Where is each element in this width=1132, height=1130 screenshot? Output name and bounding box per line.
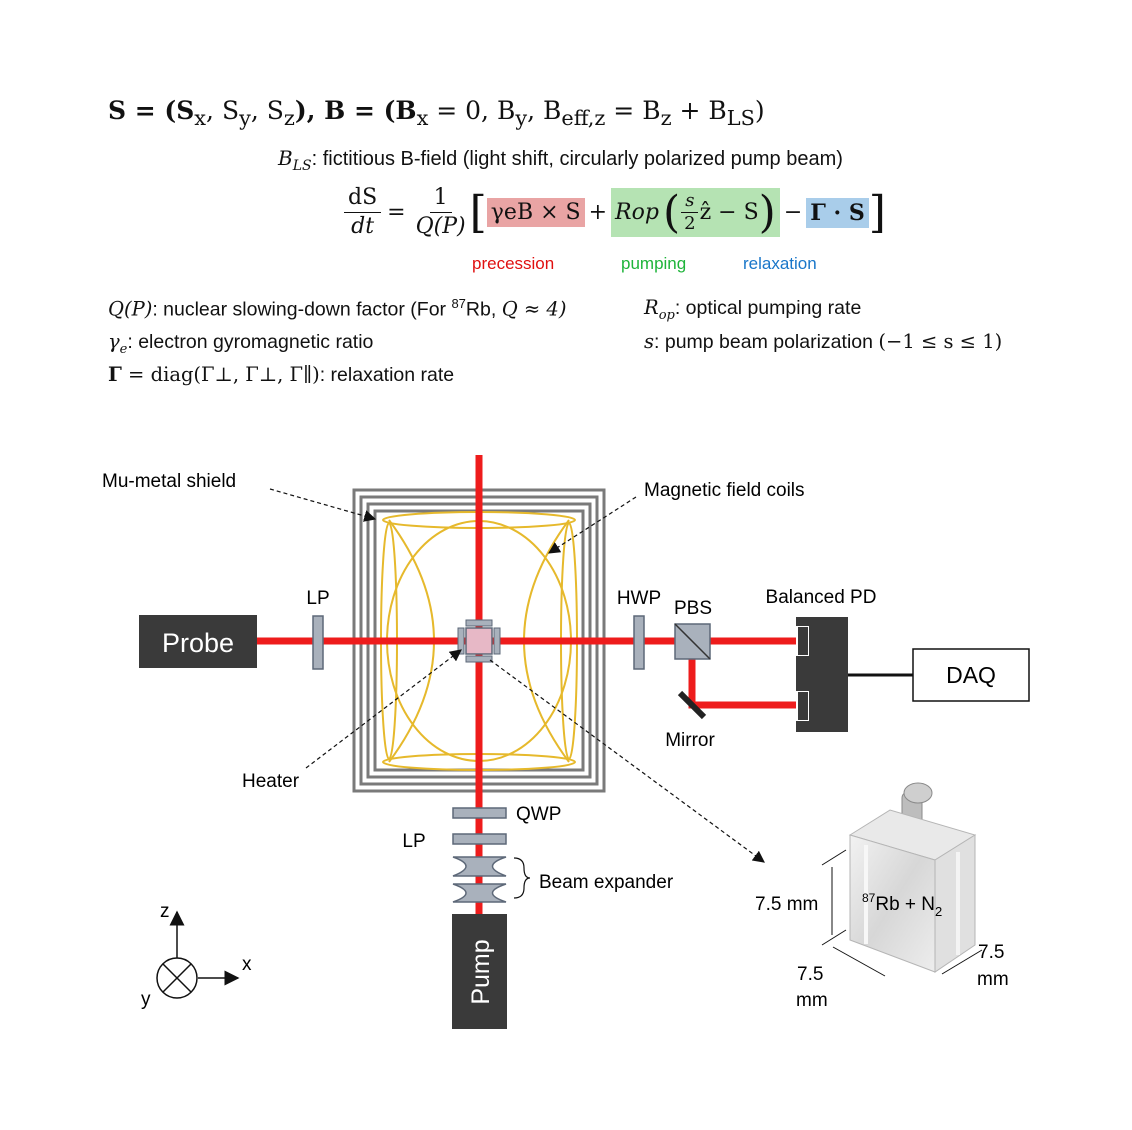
- beam-expander-label: Beam expander: [539, 872, 674, 893]
- cell-dim-front-unit: mm: [796, 990, 828, 1011]
- svg-text:DAQ: DAQ: [946, 662, 996, 688]
- precession-label: precession: [472, 254, 555, 273]
- pump-laser: Pump: [452, 914, 507, 1029]
- axis-z-label: z: [160, 901, 170, 922]
- definition-rop: Rop: optical pumping rate: [644, 296, 862, 323]
- lp-pump-label: LP: [402, 831, 425, 852]
- linear-polarizer-probe: [312, 615, 324, 670]
- pumping-label: pumping: [621, 254, 687, 273]
- axis-y-label: y: [141, 989, 151, 1010]
- coordinate-axes: [156, 910, 240, 999]
- lp-probe-label: LP: [306, 588, 329, 609]
- mu-metal-shield-label: Mu-metal shield: [102, 471, 236, 492]
- heater-arrow: [305, 649, 462, 769]
- vapor-cell: [457, 619, 501, 663]
- relaxation-label: relaxation: [743, 254, 817, 273]
- relaxation-term: Γ · S: [806, 197, 869, 228]
- half-wave-plate: [633, 615, 645, 670]
- q-fraction: 1 Q(P): [415, 185, 466, 239]
- cell-dim-front-value: 7.5: [797, 964, 823, 985]
- state-vector-equation: S = (Sx, Sy, Sz), B = (Bx = 0, By, Beff,…: [108, 96, 765, 130]
- cell-zoom-arrow: [489, 659, 765, 863]
- svg-text:Pump: Pump: [467, 939, 495, 1004]
- pbs-label: PBS: [674, 598, 712, 619]
- polarizing-beam-splitter: [674, 623, 711, 660]
- mirror: [677, 690, 707, 720]
- cell-dim-left-label: 7.5 mm: [755, 894, 818, 915]
- hwp-label: HWP: [617, 588, 661, 609]
- beam-expander-lenses: [452, 856, 507, 903]
- svg-text:Probe: Probe: [162, 628, 234, 658]
- mirror-label: Mirror: [665, 730, 715, 751]
- derivative-fraction: dS dt: [344, 184, 382, 241]
- axis-x-label: x: [242, 954, 252, 975]
- vapor-cell-illustration: [848, 782, 977, 973]
- laser-beams: [256, 455, 800, 916]
- light-shift-definition: BLS: fictitious B-field (light shift, ci…: [278, 146, 843, 174]
- definition-q: Q(P): nuclear slowing-down factor (For 8…: [108, 296, 567, 321]
- cell-contents-label: 87Rb + N2: [862, 891, 942, 919]
- cell-dim-right-unit: mm: [977, 969, 1009, 990]
- quarter-wave-plate: [452, 807, 507, 819]
- qwp-label: QWP: [516, 804, 561, 825]
- heater-label: Heater: [242, 771, 300, 792]
- cell-dimension-lines: [821, 849, 983, 977]
- balanced-pd-label: Balanced PD: [766, 587, 877, 608]
- magnetic-field-coils-arrow: [547, 496, 637, 554]
- definition-gamma-matrix: Γ = diag(Γ⊥, Γ⊥, Γ∥): relaxation rate: [108, 363, 455, 386]
- definition-s: s: pump beam polarization (−1 ≤ s ≤ 1): [644, 330, 1003, 353]
- mu-metal-shield-arrow: [269, 488, 377, 522]
- precession-term: γeB × S: [486, 198, 585, 227]
- daq-box: DAQ: [912, 648, 1030, 702]
- beam-expander-brace: [513, 857, 531, 899]
- cell-dim-right-value: 7.5: [978, 942, 1004, 963]
- balanced-photodetector: [796, 617, 848, 732]
- linear-polarizer-pump: [452, 833, 507, 845]
- definition-gamma-e: γe: electron gyromagnetic ratio: [108, 330, 374, 357]
- magnetic-field-coils-label: Magnetic field coils: [644, 480, 805, 501]
- probe-laser: Probe: [139, 615, 257, 668]
